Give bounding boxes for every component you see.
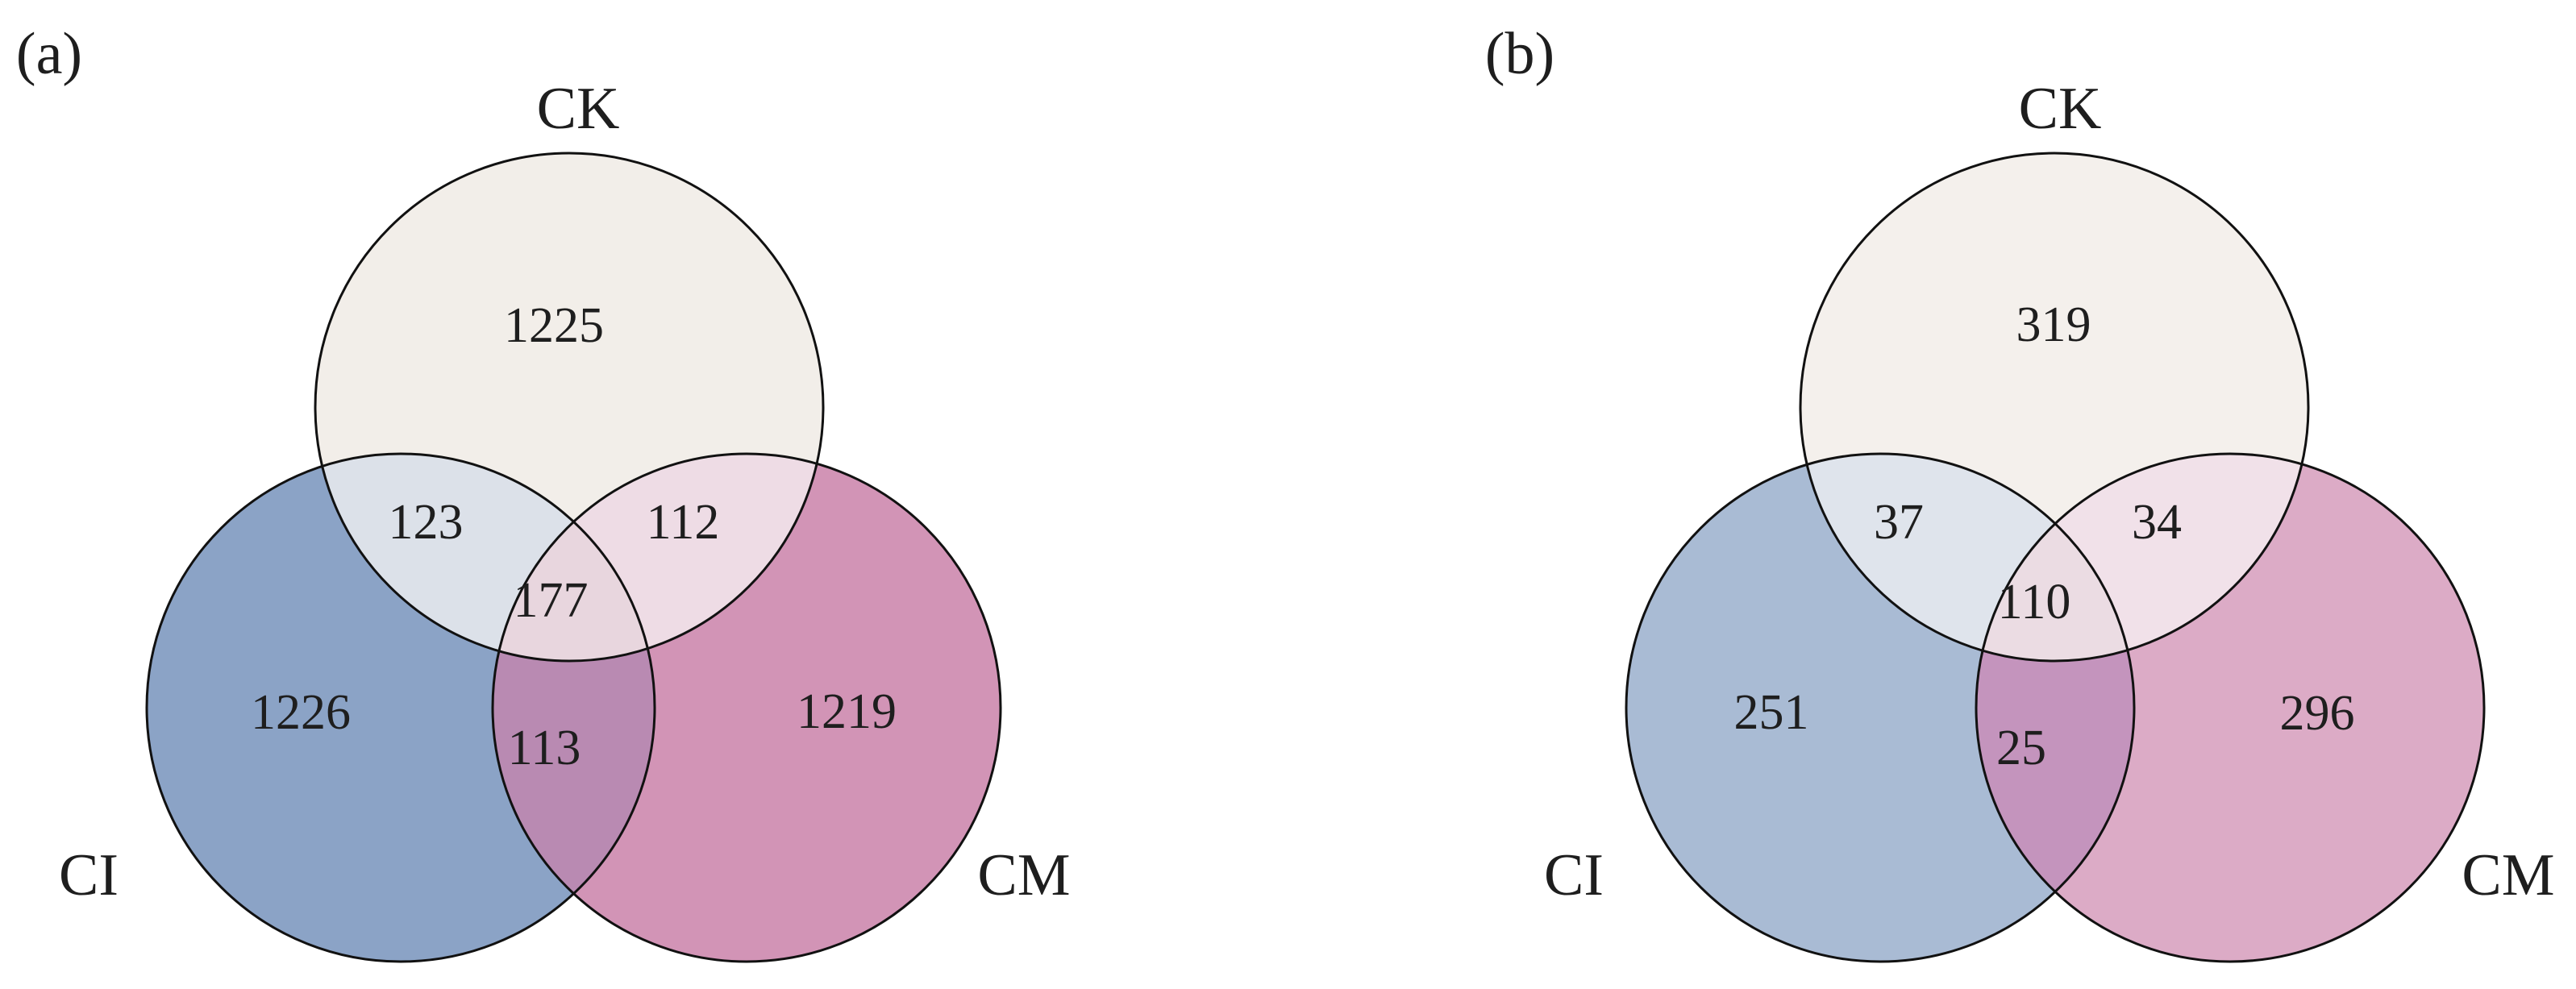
panel-label-b: (b)	[1485, 21, 1554, 87]
ck-ci-overlap-b	[1800, 454, 2134, 661]
ck-ci-overlap-a	[315, 454, 655, 661]
ck-circle-outline-a	[314, 152, 825, 663]
panel-label-a: (a)	[16, 21, 82, 87]
ck-cm-overlap-a	[493, 454, 823, 661]
set-label-ck-a: CK	[537, 76, 620, 142]
venn-panel-a: (a) CK CI CM 1225 123 112 177 1226 113 1…	[16, 21, 1071, 963]
count-cm-only-b: 296	[2280, 686, 2355, 741]
cm-circle-outline-a	[491, 452, 1002, 963]
ck-cm-overlap-b	[1976, 454, 2308, 661]
set-label-cm-a: CM	[977, 842, 1070, 908]
count-ck-cm-a: 112	[647, 495, 720, 550]
count-ck-cm-b: 34	[2132, 495, 2182, 550]
venn-panel-b: (b) CK CI CM 319 37 34 110 251 25 296	[1485, 21, 2555, 963]
count-ck-ci-b: 37	[1874, 495, 1924, 550]
count-ck-ci-a: 123	[389, 495, 464, 550]
count-ck-only-b: 319	[2016, 297, 2091, 352]
count-ci-cm-a: 113	[508, 721, 581, 775]
set-label-ci-b: CI	[1544, 842, 1604, 908]
count-ck-only-a: 1225	[504, 298, 604, 353]
count-cm-only-a: 1219	[797, 684, 897, 739]
set-label-cm-b: CM	[2462, 842, 2554, 908]
count-ci-only-a: 1226	[251, 685, 351, 740]
count-ck-ci-cm-a: 177	[514, 573, 589, 628]
count-ci-only-b: 251	[1734, 685, 1809, 740]
count-ck-ci-cm-b: 110	[1998, 575, 2071, 630]
count-ci-cm-b: 25	[1996, 721, 2046, 775]
ck-circle-outline-b	[1799, 152, 2310, 663]
ci-circle-outline-b	[1625, 452, 2136, 963]
set-label-ck-b: CK	[2019, 76, 2102, 142]
cm-circle-outline-b	[1975, 452, 2486, 963]
ci-circle-outline-a	[145, 452, 656, 963]
set-label-ci-a: CI	[59, 842, 119, 908]
